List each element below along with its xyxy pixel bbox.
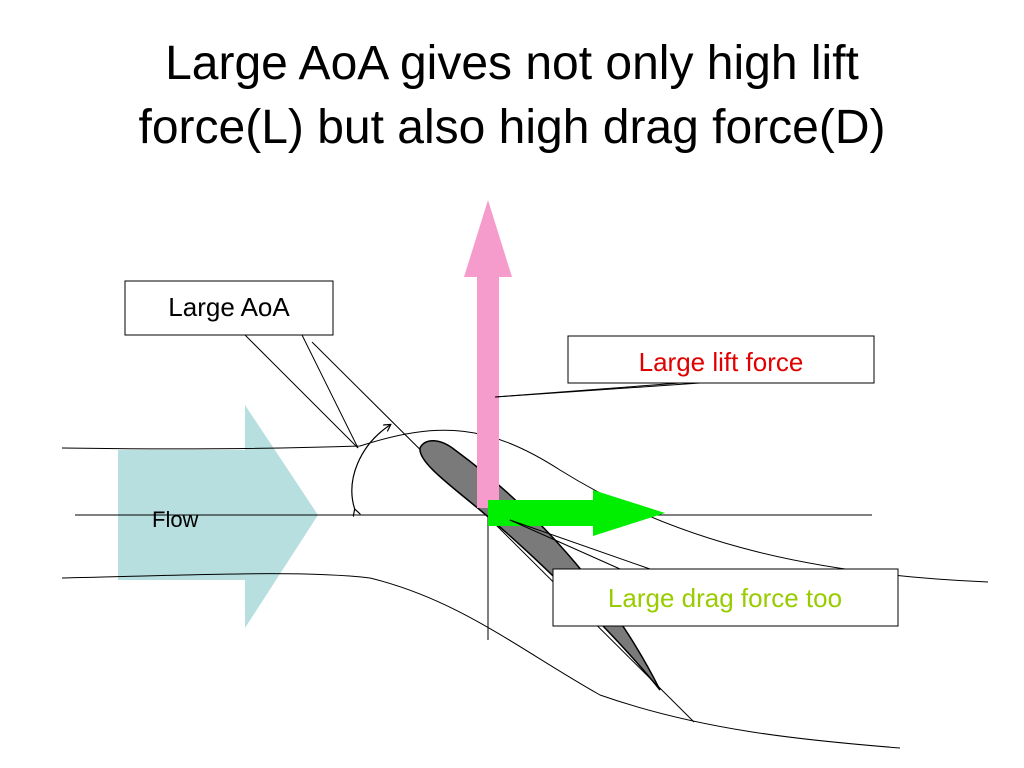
aoa-callout-box	[124, 280, 334, 336]
title-line-2: force(L) but also high drag force(D)	[138, 101, 886, 154]
aoa-callout-leader-2	[301, 334, 359, 449]
flow-label: Flow	[152, 507, 199, 532]
streamline-lower	[61, 573, 901, 749]
drag-label: Large drag force too	[608, 583, 842, 613]
drag-arrow	[488, 490, 665, 536]
lift-arrow	[464, 200, 512, 508]
aoa-label: Large AoA	[168, 292, 290, 322]
aoa-angle-arc	[351, 425, 390, 510]
lift-callout-leader-2	[494, 382, 701, 398]
chord-line	[311, 341, 695, 723]
flow-arrow	[118, 405, 318, 628]
drag-callout-box	[552, 568, 899, 627]
lift-label: Large lift force	[639, 347, 804, 377]
lift-callout-box	[567, 335, 875, 384]
drag-callout-leader-2	[509, 519, 651, 570]
aoa-callout-leader-1	[244, 334, 359, 449]
drag-callout-leader-1	[509, 519, 621, 570]
slide-title: Large AoA gives not only high lift force…	[0, 32, 1024, 160]
title-line-1: Large AoA gives not only high lift	[165, 37, 859, 90]
